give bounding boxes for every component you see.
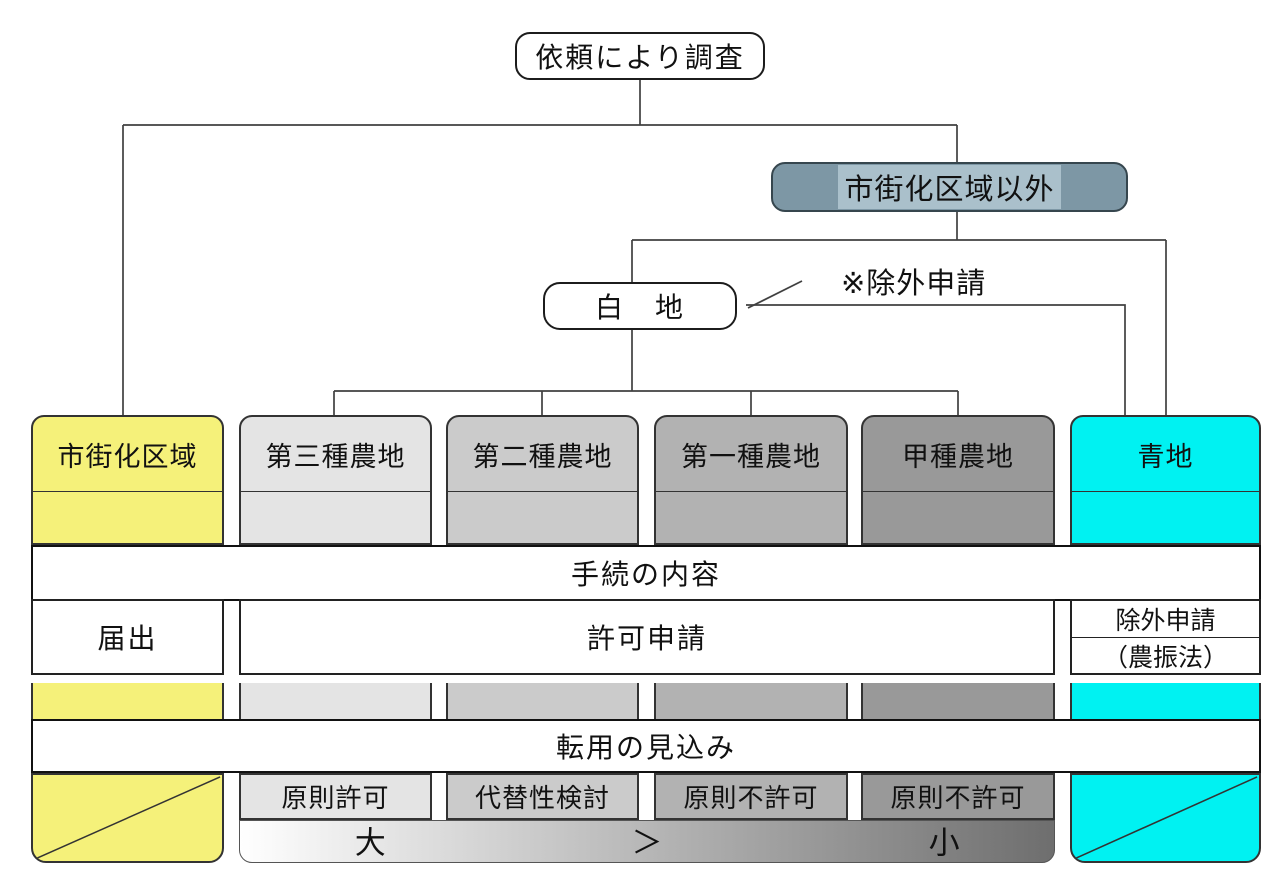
outlook-label: 原則不許可 — [683, 783, 819, 813]
outlook-cell-class2: 代替性検討 — [446, 773, 639, 820]
column-header-class1-farmland: 第一種農地 — [654, 415, 848, 545]
root-node: 依頼により調査 — [515, 32, 765, 80]
column-strip — [446, 683, 639, 719]
column-label: 第二種農地 — [448, 417, 637, 492]
column-label: 市街化区域 — [33, 417, 222, 492]
outside-urbanization-node: 市街化区域以外 — [771, 162, 1128, 212]
column-header-kou-farmland: 甲種農地 — [861, 415, 1055, 545]
column-header-class3-farmland: 第三種農地 — [239, 415, 432, 545]
column-label: 第三種農地 — [241, 417, 430, 492]
outlook-label: 代替性検討 — [474, 783, 610, 813]
outlook-band: 転用の見込み — [31, 719, 1261, 773]
exclusion-application-cell: 除外申請 （農振法） — [1070, 599, 1261, 675]
column-strip — [861, 683, 1055, 719]
exclusion-application-line2: （農振法） — [1102, 643, 1228, 672]
likelihood-gradient-bar: 大 ＞ 小 — [239, 820, 1055, 863]
diagonal-line — [34, 776, 221, 860]
permission-application-label: 許可申請 — [586, 623, 707, 654]
exclusion-application-line1: 除外申請 — [1072, 601, 1259, 638]
diagonal-line — [1073, 776, 1258, 860]
notification-label: 届出 — [97, 623, 158, 654]
blue-land-terminal-cell — [1070, 773, 1261, 863]
outlook-label: 原則不許可 — [890, 783, 1026, 813]
scale-greater-than-sign: ＞ — [631, 825, 663, 861]
exclusion-application-note: ※除外申請 — [841, 268, 987, 300]
column-header-urbanization-area: 市街化区域 — [31, 415, 224, 545]
column-header-blue-land: 青地 — [1070, 415, 1261, 545]
root-node-label: 依頼により調査 — [535, 42, 745, 73]
outlook-label: 原則許可 — [281, 783, 390, 813]
scale-large-label: 大 — [354, 825, 386, 861]
column-header-class2-farmland: 第二種農地 — [446, 415, 639, 545]
outlook-cell-class1: 原則不許可 — [654, 773, 848, 820]
column-strip — [1070, 683, 1261, 719]
outlook-band-label: 転用の見込み — [555, 732, 736, 763]
column-label: 青地 — [1072, 417, 1259, 492]
outlook-cell-class3: 原則許可 — [239, 773, 432, 820]
notification-cell: 届出 — [31, 599, 224, 675]
procedure-band-label: 手続の内容 — [570, 559, 721, 590]
column-strip — [239, 683, 432, 719]
white-land-label: 白 地 — [594, 292, 685, 323]
permission-application-cell: 許可申請 — [239, 599, 1055, 675]
column-strip — [31, 683, 224, 719]
urbanization-terminal-cell — [31, 773, 224, 863]
scale-small-label: 小 — [928, 825, 960, 861]
column-label: 甲種農地 — [863, 417, 1053, 492]
procedure-band: 手続の内容 — [31, 545, 1261, 601]
white-land-node: 白 地 — [543, 282, 737, 330]
outlook-cell-kou: 原則不許可 — [861, 773, 1055, 820]
column-strip — [654, 683, 848, 719]
outside-urbanization-label: 市街化区域以外 — [838, 165, 1061, 209]
column-label: 第一種農地 — [656, 417, 846, 492]
